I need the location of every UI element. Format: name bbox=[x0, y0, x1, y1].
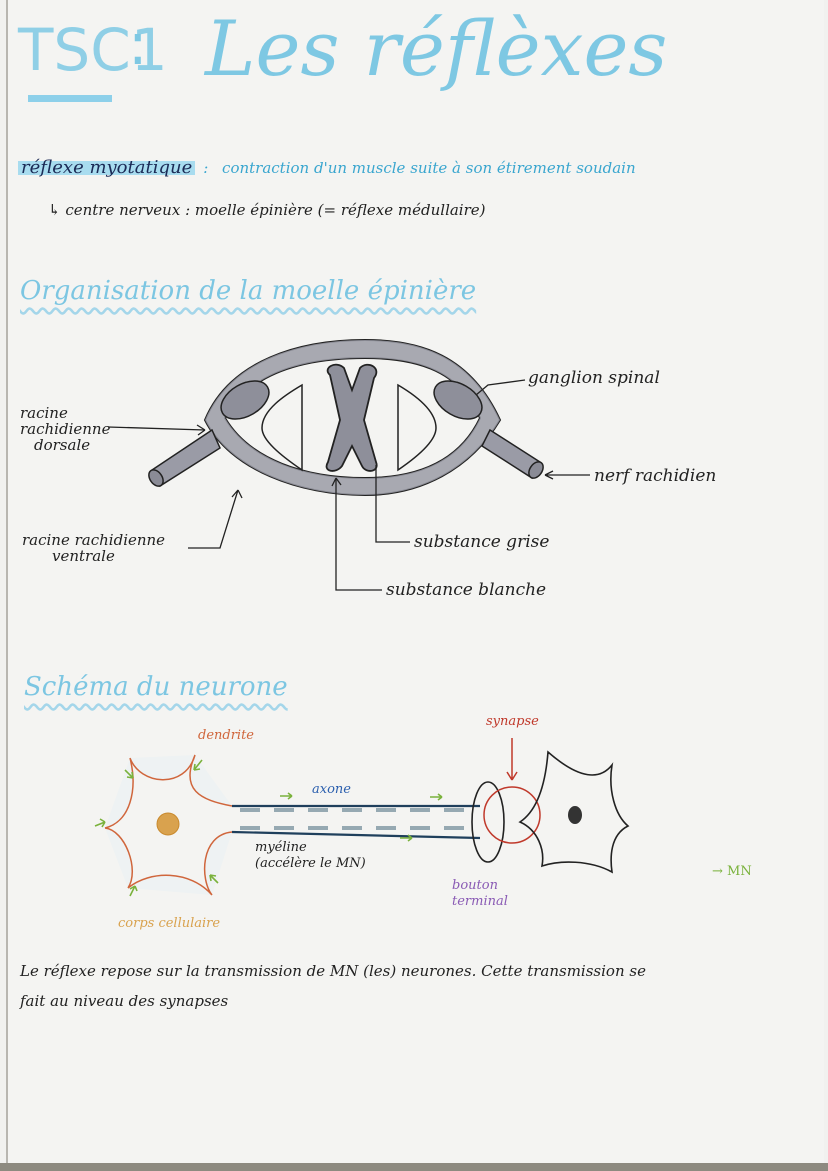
label-terminal-button: bouton terminal bbox=[452, 878, 508, 910]
title-code-underline bbox=[28, 95, 112, 102]
title-separator: : bbox=[128, 10, 148, 78]
label-line: terminal bbox=[452, 894, 508, 909]
definition-subline: ↳ centre nerveux : moelle épinière (= ré… bbox=[48, 201, 486, 219]
page-bottom-edge bbox=[0, 1163, 828, 1171]
label-line: (accélère le MN) bbox=[255, 856, 366, 871]
label-white-matter: substance blanche bbox=[386, 580, 547, 600]
label-grey-matter: substance grise bbox=[414, 532, 550, 552]
label-line: racine rachidienne bbox=[22, 531, 166, 549]
definition-term: réflexe myotatique bbox=[18, 157, 196, 178]
section-heading-spinal-cord: Organisation de la moelle épinière bbox=[20, 276, 477, 306]
label-dorsal-root: racine rachidienne dorsale bbox=[20, 405, 110, 453]
label-spinal-nerve: nerf rachidien bbox=[594, 466, 717, 486]
label-dendrite: dendrite bbox=[198, 728, 254, 743]
label-ventral-root: racine rachidienne ventrale bbox=[22, 532, 165, 564]
definition-line: réflexe myotatique: contraction d'un mus… bbox=[18, 157, 636, 178]
label-line: myéline bbox=[255, 840, 307, 855]
label-line: dorsale bbox=[34, 436, 91, 454]
label-line: bouton bbox=[452, 878, 498, 893]
label-line: rachidienne bbox=[20, 420, 111, 438]
conclusion-line-2: fait au niveau des synapses bbox=[20, 992, 229, 1010]
notebook-page bbox=[6, 0, 824, 1163]
label-axon: axone bbox=[312, 782, 351, 797]
title-code: TSC1 bbox=[18, 16, 168, 84]
label-myelin: myéline (accélère le MN) bbox=[255, 840, 366, 872]
page-title: Les réflèxes bbox=[205, 4, 668, 93]
label-line: ventrale bbox=[52, 547, 115, 565]
label-line: racine bbox=[20, 404, 68, 422]
conclusion-line-1: Le réflexe repose sur la transmission de… bbox=[20, 962, 646, 980]
label-cell-body: corps cellulaire bbox=[118, 916, 221, 931]
section-heading-neuron: Schéma du neurone bbox=[24, 672, 288, 702]
label-spinal-ganglion: ganglion spinal bbox=[528, 368, 660, 388]
legend-nerve-message: → MN bbox=[712, 864, 752, 879]
label-synapse: synapse bbox=[486, 714, 539, 729]
definition-separator: : bbox=[203, 159, 209, 177]
definition-text: contraction d'un muscle suite à son étir… bbox=[222, 159, 636, 177]
